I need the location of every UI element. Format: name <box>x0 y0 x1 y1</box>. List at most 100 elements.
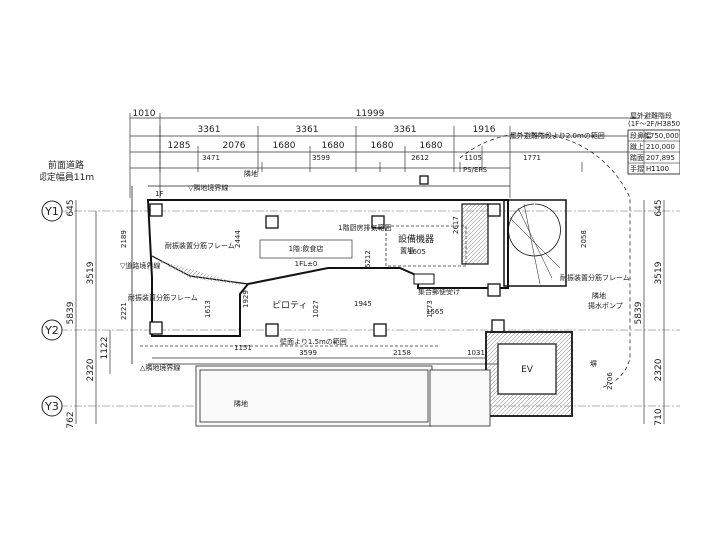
boundary-left-label: ▽道路境界線 <box>120 261 160 270</box>
setback-label: 壁面より1.5mの範囲 <box>280 337 347 346</box>
ps-eps-label: PS/EPS <box>463 166 488 174</box>
dim-right-top: 645 <box>654 199 664 216</box>
dim-top-3-1: 1285 <box>168 141 191 151</box>
ps-eps-shaft: PS/EPS <box>461 166 489 265</box>
equipment-sub-label: 置場 <box>400 246 414 255</box>
top-dimensions <box>129 113 640 198</box>
int-dim-15: 2221 <box>120 302 128 320</box>
floor-tag: 1F <box>155 190 163 198</box>
pump-label: 揚水ポンプ <box>588 301 623 310</box>
legend-row-4-val: H1100 <box>646 165 669 173</box>
dim-top-3-6: 1680 <box>420 141 443 151</box>
column-9 <box>419 175 429 185</box>
int-dim-6: 1027 <box>312 300 320 318</box>
dim-top-4-4: 1105 <box>464 154 482 162</box>
neighbor-lots-bottom <box>195 365 491 427</box>
axis-y3-bubble: Y3 <box>41 395 63 417</box>
column-5 <box>149 321 163 335</box>
dim-left-outer: 5839 <box>66 301 76 324</box>
dim-top-3-5: 1680 <box>371 141 394 151</box>
legend-row-1-val: L750,000 <box>646 132 679 140</box>
bottom-dim-2: 2158 <box>393 349 411 357</box>
bottom-dim-3: 1031 <box>467 349 485 357</box>
axis-y3-label: Y3 <box>44 400 59 413</box>
dim-left-top: 645 <box>66 199 76 216</box>
dim-top-1-1: 1010 <box>133 109 156 119</box>
int-dim-3: 1605 <box>408 248 426 256</box>
piloti-label: ピロティ <box>272 300 307 311</box>
int-dim-4: 2617 <box>452 216 460 234</box>
restaurant-room: 1階:飲食店 1FL±0 <box>259 239 353 268</box>
int-dim-7: 1945 <box>354 300 372 308</box>
neighbor-bottom-label: 隣地 <box>234 399 248 408</box>
site-boundary <box>131 185 510 365</box>
dim-top-2-4: 1916 <box>473 125 496 135</box>
column-1 <box>149 203 163 217</box>
road-label-line1: 前面道路 <box>48 159 84 171</box>
legend-row-2-val: 210,000 <box>646 143 675 151</box>
neighbor-right-label: 隣地 <box>592 291 606 300</box>
dim-top-3-2: 2076 <box>223 141 246 151</box>
int-dim-10: 2706 <box>606 372 614 390</box>
restaurant-label: 1階:飲食店 <box>289 244 324 253</box>
int-dim-13: 5212 <box>364 250 372 268</box>
axis-y2-label: Y2 <box>44 324 59 337</box>
left-dimensions <box>75 200 111 424</box>
dim-left-inner: 1122 <box>100 337 110 360</box>
dim-top-2-2: 3361 <box>296 125 319 135</box>
column-6 <box>265 323 279 337</box>
dim-left-bottom: 762 <box>66 411 76 428</box>
column-7 <box>373 323 387 337</box>
dim-top-4-5: 1771 <box>523 154 541 162</box>
int-dim-5: 2058 <box>580 230 588 248</box>
int-dim-14: 2189 <box>120 230 128 248</box>
boundary-bottom-label: △隣地境界線 <box>140 363 180 372</box>
legend-row-2-key: 蹴上 <box>630 142 644 151</box>
dim-top-3-4: 1680 <box>322 141 345 151</box>
dim-top-1-2: 11999 <box>356 109 385 119</box>
axis-y1-label: Y1 <box>44 205 59 218</box>
dim-right-mid-1: 3519 <box>654 261 664 284</box>
dim-left-mid-2: 2320 <box>86 358 96 381</box>
frame-b-label: 耐振装置分筋フレーム <box>128 293 198 302</box>
dim-top-3-3: 1680 <box>273 141 296 151</box>
column-8 <box>491 319 505 333</box>
restaurant-fl-label: 1FL±0 <box>295 260 318 268</box>
ev-label: EV <box>521 365 534 375</box>
escape-stair <box>459 132 631 389</box>
mailbox-box <box>413 273 435 285</box>
dim-top-4-1: 3471 <box>202 154 220 162</box>
int-dim-12: 1565 <box>426 308 444 316</box>
shed-label: 1階厨房排気範囲 <box>338 223 391 232</box>
wall-label: 塀 <box>590 359 597 368</box>
dim-top-4-2: 3599 <box>312 154 330 162</box>
dim-top-2-1: 3361 <box>198 125 221 135</box>
axis-y2-bubble: Y2 <box>41 319 63 341</box>
dim-right-mid-2: 2320 <box>654 358 664 381</box>
column-3 <box>371 215 385 229</box>
neighbor-top-label: 隣地 <box>244 169 258 178</box>
int-dim-11: 1151 <box>234 344 252 352</box>
int-dim-8: 1613 <box>204 300 212 318</box>
bottom-dim-1: 3599 <box>299 349 317 357</box>
escape-stair-range-label: 屋外避難階段より2.0mの範囲 <box>510 131 605 140</box>
structural-columns <box>149 175 505 337</box>
floor-plan-drawing: 1010 11999 3361 3361 3361 1916 1285 2076… <box>38 108 683 432</box>
int-dim-16: 1173 <box>426 300 434 318</box>
column-4 <box>487 203 501 217</box>
dim-top-2-3: 3361 <box>394 125 417 135</box>
legend-title: 屋外避難階段 <box>630 111 672 120</box>
building-outline <box>146 199 509 337</box>
equipment-label: 設備機器 <box>398 233 434 245</box>
floor-plan-svg: 1010 11999 3361 3361 3361 1916 1285 2076… <box>38 109 683 429</box>
int-dim-2: 1929 <box>242 290 250 308</box>
axis-y1-bubble: Y1 <box>41 200 63 222</box>
legend-row-3-val: 207,895 <box>646 154 675 162</box>
frame-c-label: 耐振装置分筋フレーム <box>560 273 630 282</box>
int-dim-1: 2444 <box>234 230 242 248</box>
road-label-line2: 認定幅員11m <box>40 171 94 183</box>
column-10 <box>487 283 501 297</box>
legend-row-1-key: 段鼻幅 <box>630 131 651 140</box>
dim-right-outer: 5839 <box>634 301 644 324</box>
right-dimensions <box>643 200 665 424</box>
